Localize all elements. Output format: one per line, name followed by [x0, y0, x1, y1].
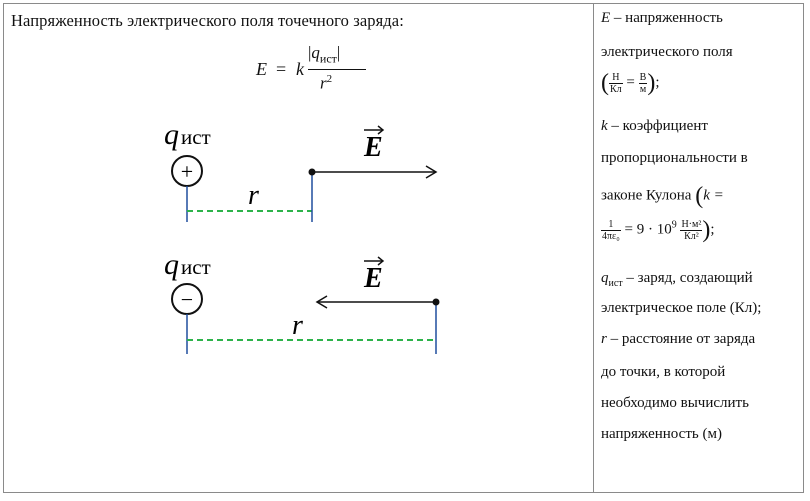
top-charge-sign: + — [181, 159, 193, 184]
top-distance-label: r — [248, 180, 259, 211]
def-k-law: законе Кулона (k = — [601, 183, 724, 209]
bottom-vector-label: E — [363, 263, 383, 294]
bottom-arrowhead-icon — [315, 295, 328, 309]
def-r-cont3: напряженность (м) — [601, 426, 722, 442]
column-divider — [593, 4, 594, 492]
def-r-cont: до точки, в которой — [601, 364, 726, 380]
formula-lhs: E — [256, 59, 267, 79]
bottom-charge-sign: − — [181, 287, 193, 312]
top-charge-label: qист — [164, 118, 211, 151]
formula-fraction-bar — [308, 69, 366, 70]
def-q-cont: электрическое поле (Кл); — [601, 300, 762, 316]
formula-k: k — [296, 59, 304, 79]
formula-equals: = — [276, 59, 287, 79]
table: Напряженность электрического поля точечн… — [3, 3, 804, 493]
def-r: r – расстояние от заряда — [601, 331, 756, 347]
left-heading: Напряженность электрического поля точечн… — [11, 11, 404, 30]
top-arrowhead-icon — [425, 165, 438, 179]
def-k: k – коэффициент — [601, 118, 708, 134]
field-diagram: qист + r E qист − r E — [164, 118, 440, 354]
def-q: qист – заряд, создающий — [601, 270, 753, 289]
def-e: E – напряженность — [601, 10, 723, 26]
bottom-charge-label: qист — [164, 248, 211, 281]
formula-numerator: |qист| — [308, 43, 341, 66]
top-vector-label: E — [363, 132, 383, 163]
def-e-units: (НКл = Вм));; — [601, 70, 660, 96]
def-k-cont: пропорциональности в — [601, 150, 748, 166]
def-r-cont2: необходимо вычислить — [601, 395, 749, 411]
def-e-cont: электрического поля — [601, 44, 733, 60]
formula-denominator: r2 — [320, 73, 333, 93]
field-formula: E = k |qист| r2 — [256, 38, 396, 94]
bottom-distance-label: r — [292, 310, 303, 341]
